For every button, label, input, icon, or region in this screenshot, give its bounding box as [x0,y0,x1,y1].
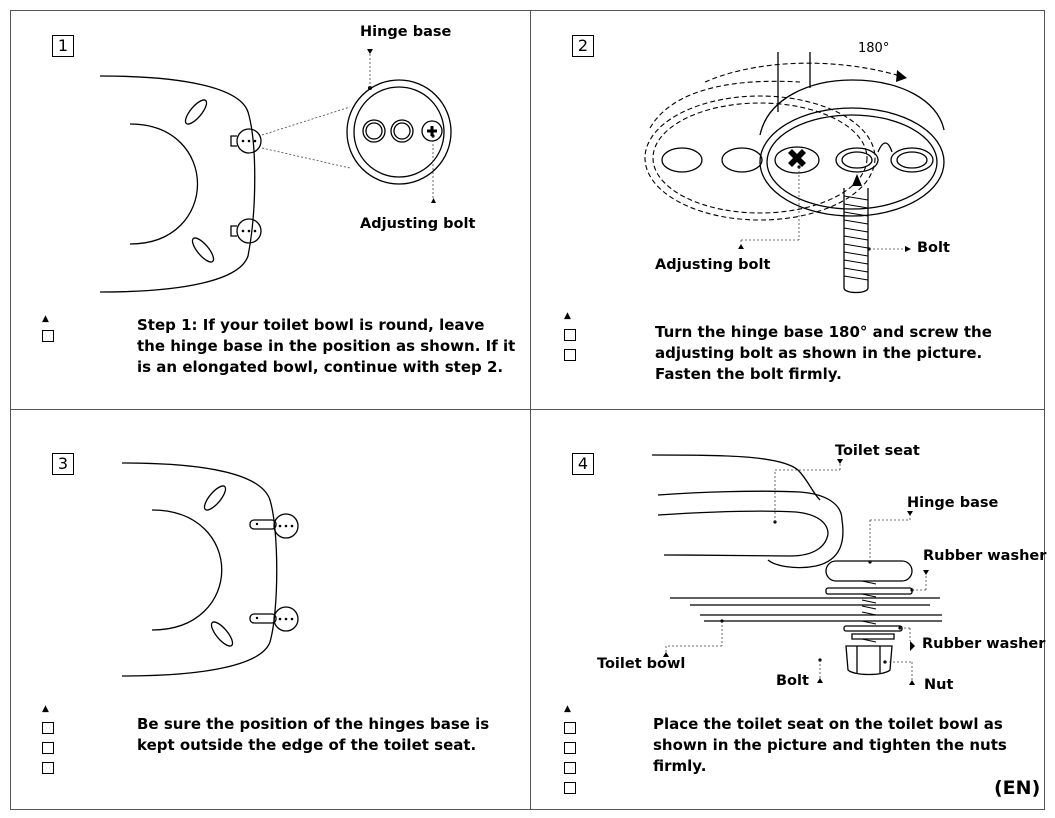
caption-marker-triangle: ▲ [42,704,49,714]
step-number-2: 2 [572,35,594,57]
step-3-caption: Be sure the position of the hinges base … [137,715,490,754]
hinge-base-original-inner [653,103,867,213]
adjusting-bolt-symbol [422,121,442,141]
grid-vertical-divider [530,10,531,810]
hinge-arm-bottom [250,614,276,623]
seat-inner-opening [130,124,198,244]
hinge-top-circle [274,514,298,538]
caption-marker-square [564,782,576,794]
grid-border-left [10,10,11,810]
label-nut: Nut [924,677,954,693]
nut-body [846,646,892,675]
grid-border-right [1044,10,1045,810]
seat-bumper-top [182,97,210,127]
caption-marker-triangle: ▲ [42,314,49,324]
step-number-3: 3 [52,453,74,475]
grid-border-bottom [10,809,1045,810]
step-4-caption: Place the toilet seat on the toilet bowl… [653,715,1007,775]
step-number-4: 4 [572,453,594,475]
caption-marker-triangle: ▲ [564,704,571,714]
grid-horizontal-divider [10,409,1045,410]
hinge-base-rotated-inner [767,115,937,209]
step-1-caption: Step 1: If your toilet bowl is round, le… [137,316,516,376]
label-toilet-bowl: Toilet bowl [597,656,686,672]
rotation-arc [705,63,900,82]
hinge-arm-top [250,520,276,529]
language-code: (EN) [994,777,1041,799]
label-bolt-step-2: Bolt [917,240,950,256]
caption-marker-square [564,349,576,361]
hinge-top-circle [237,129,261,153]
caption-marker-triangle: ▲ [564,311,571,321]
label-rotation-angle: 180° [858,41,890,56]
seat-bumper-bottom [208,619,236,649]
rubber-washer-top [826,588,912,594]
rubber-washer-bottom [844,626,902,631]
label-toilet-seat: Toilet seat [835,443,920,459]
seat-inner-opening [152,510,222,630]
label-hinge-base: Hinge base [360,24,452,40]
hinge-base-rotated-outer [760,108,944,216]
caption-marker-square [42,742,54,754]
label-bolt-step-4: Bolt [776,673,809,689]
label-adjusting-bolt: Adjusting bolt [360,216,476,232]
step-2-caption: Turn the hinge base 180° and screw the a… [655,323,992,383]
caption-marker-square [42,722,54,734]
label-rubber-washer-top: Rubber washer [923,548,1047,564]
caption-marker-square [564,329,576,341]
caption-marker-square [564,742,576,754]
adjusting-bolt-cross [788,149,806,167]
hinge-base-original-outer [645,96,875,220]
caption-marker-square [564,762,576,774]
zoom-inner-circle [354,87,444,177]
step-number-1: 1 [52,35,74,57]
bolt-shaft [844,188,868,293]
grid-border-top [10,10,1045,11]
seat-bumper-bottom [189,235,217,265]
label-hinge-base-step-4: Hinge base [907,495,999,511]
caption-marker-square [564,722,576,734]
seat-outline [100,76,255,292]
caption-marker-square [42,330,54,342]
label-adjusting-bolt-step-2: Adjusting bolt [655,257,771,273]
label-rubber-washer-bottom: Rubber washer [922,636,1046,652]
hinge-bottom-circle [237,219,261,243]
seat-outline [122,463,277,676]
hinge-base-block [826,561,912,581]
seat-bumper-top [201,483,229,513]
caption-marker-square [42,762,54,774]
zoom-outer-circle [347,80,451,184]
hinge-bottom-circle [274,607,298,631]
seat-top-profile [652,455,820,500]
